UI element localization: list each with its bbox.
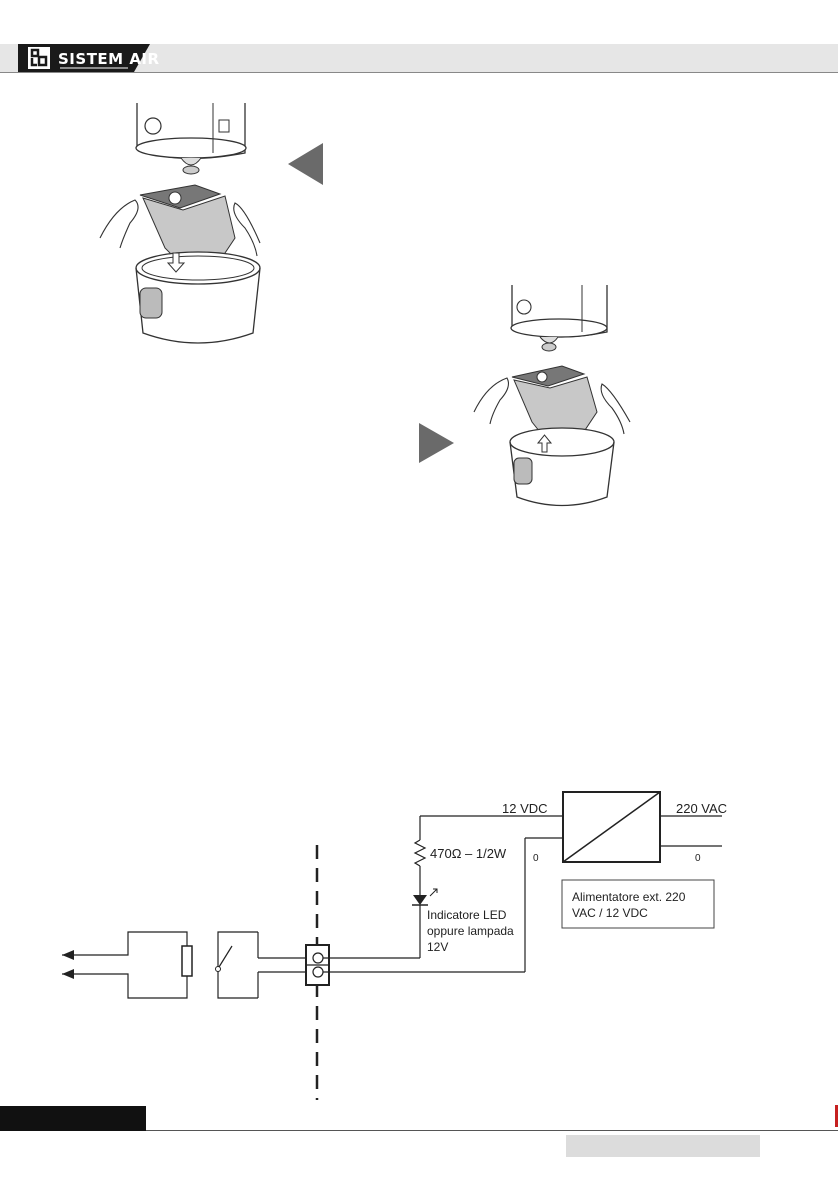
psu-label-box [562, 880, 714, 928]
arrow-right-icon [419, 423, 455, 463]
load-resistor [182, 946, 192, 976]
led-label-line2: oppure lampada [427, 924, 514, 938]
switch-contact [219, 946, 232, 967]
wiring-diagram: 12 VDC 220 VAC 470Ω – 1/2W 0 0 Indicator… [0, 770, 838, 1100]
arrow-left-icon [288, 143, 324, 185]
arrow-left-icon [62, 969, 74, 979]
footer-gray-tab [566, 1135, 760, 1157]
logo-text: SISTEM AIR [58, 50, 160, 68]
resistor [415, 840, 425, 866]
led-label-line3: 12V [427, 940, 448, 954]
load-box [62, 932, 187, 998]
psu-label-line1: Alimentatore ext. 220 [572, 890, 686, 904]
psu-label-line2: VAC / 12 VDC [572, 906, 648, 920]
footer-rule [146, 1130, 838, 1131]
footer-black-tab [0, 1106, 146, 1131]
bag-removal-illustration [462, 282, 652, 522]
led-icon [413, 895, 427, 905]
resistor-label: 470Ω – 1/2W [430, 846, 507, 861]
arrow-left-icon [62, 950, 74, 960]
mains-voltage-label: 220 VAC [676, 801, 727, 816]
bag-insertion-illustration [95, 98, 345, 358]
switch-box [218, 932, 258, 998]
supply-voltage-label: 12 VDC [502, 801, 548, 816]
zero-label-right: 0 [695, 853, 701, 864]
led-label-line1: Indicatore LED [427, 908, 507, 922]
zero-label-left: 0 [533, 853, 539, 864]
